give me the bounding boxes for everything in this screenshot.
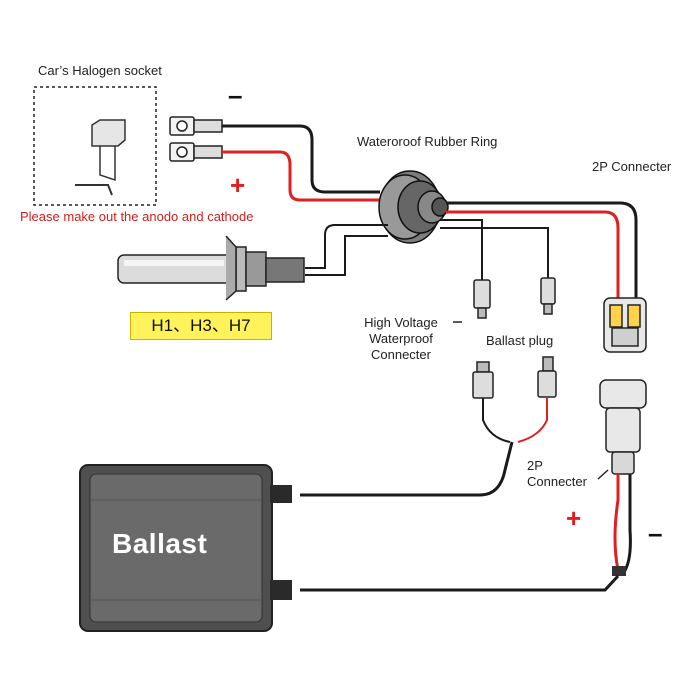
2p-bottom-line2: Connecter (527, 474, 587, 489)
wire-negative-top (222, 124, 380, 194)
rubber-ring-label: Wateroroof Rubber Ring (357, 134, 498, 149)
minus-sign-bottom: – (648, 518, 663, 548)
rubber-ring-icon (378, 170, 449, 244)
2p-connector-bottom-label: 2P Connecter (527, 458, 587, 490)
halogen-socket-label: Car’s Halogen socket (38, 63, 162, 78)
hv-label-line3: Connecter (371, 347, 431, 362)
wire-hv-to-junction (482, 398, 511, 443)
2p-connector-bottom-icon (599, 379, 647, 475)
wire-junction-to-ballast (300, 441, 514, 497)
wire-ring-to-hv-plug (440, 219, 483, 280)
hv-label-line2: Waterproof (369, 331, 433, 346)
wire-bulb-hv-2 (305, 235, 388, 276)
halogen-socket-box (33, 86, 157, 206)
wire-2p-positive-down (613, 474, 620, 571)
plus-sign-bottom: + (566, 503, 582, 533)
ring-terminal-negative (169, 116, 223, 136)
wire-joint (612, 566, 626, 576)
wire-positive-to-2p (446, 210, 620, 298)
hv-connector-lower (472, 361, 494, 399)
pointer-2p-bottom (597, 469, 609, 480)
wire-positive-top (222, 150, 380, 202)
wire-bulb-hv-1 (305, 224, 388, 269)
plus-sign-top: + (230, 170, 246, 200)
wire-ring-to-ballast-plug (440, 227, 549, 278)
ballast-plug-upper (540, 277, 556, 315)
hv-connector-label: High Voltage Waterproof Connecter (356, 315, 446, 363)
wire-2p-to-ballast (300, 574, 620, 592)
halogen-socket-icon (75, 119, 126, 196)
2p-bottom-line1: 2P (527, 458, 543, 473)
2p-connector-top-icon (603, 297, 647, 353)
hv-label-line1: High Voltage (364, 315, 438, 330)
minus-sign-top: – (228, 80, 243, 110)
ballast-plug-label: Ballast plug (486, 333, 554, 348)
anode-cathode-note: Please make out the anodo and cathode (20, 209, 254, 224)
hid-bulb-icon (117, 235, 305, 301)
ballast-label: Ballast (112, 528, 208, 559)
bulb-types-badge: H1、H3、H7 (130, 312, 272, 340)
hv-connector-upper (473, 279, 491, 319)
ballast-box (79, 464, 292, 632)
wire-negative-to-2p (446, 201, 638, 298)
2p-connector-top-label: 2P Connecter (592, 159, 672, 174)
wire-plug-to-junction (517, 397, 548, 443)
wire-2p-negative-down (622, 474, 632, 573)
ballast-plug-lower (537, 356, 557, 398)
ring-terminal-positive (169, 142, 223, 162)
